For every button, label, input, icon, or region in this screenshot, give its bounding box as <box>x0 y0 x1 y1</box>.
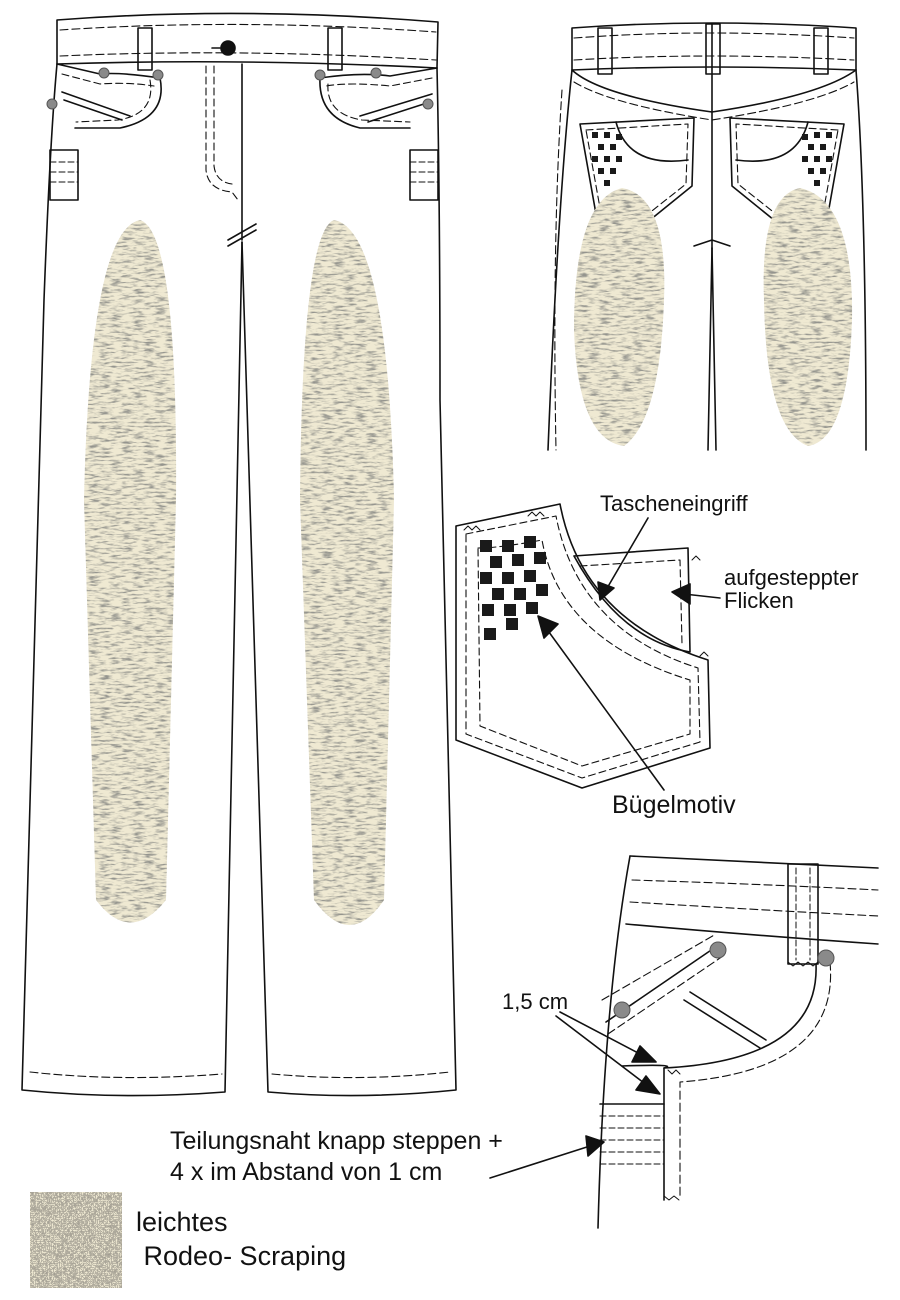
rivet-icon <box>709 941 727 959</box>
rivet-icon <box>46 98 58 110</box>
button <box>220 40 236 56</box>
detail-arrows <box>489 1011 661 1179</box>
rivet-icon <box>817 949 835 967</box>
rivet-icon <box>422 98 434 110</box>
front-pocket-curve <box>663 963 817 1201</box>
legend-text: leichtes Rodeo- Scraping <box>136 1207 347 1271</box>
fly <box>205 65 239 201</box>
label-seam-note: Teilungsnaht knapp steppen + 4 x im Abst… <box>170 1127 503 1187</box>
scraping-legend-swatch <box>30 1192 122 1288</box>
belt-loop <box>137 27 153 71</box>
back-yoke <box>571 69 857 113</box>
belt-loop <box>327 27 343 71</box>
front-left-leg <box>21 63 243 1097</box>
belt-loop <box>813 27 829 75</box>
label-pocket-opening: Tascheneingriff <box>600 491 748 516</box>
rivet-icon <box>370 67 382 79</box>
front-waistband <box>56 12 439 69</box>
waist-detail-view <box>597 855 879 1229</box>
belt-loop <box>787 863 819 965</box>
back-view <box>547 22 867 451</box>
label-patch: aufgesteppter Flicken <box>724 565 859 614</box>
rivets-front <box>46 67 434 110</box>
pocket-outline <box>455 503 711 789</box>
rivet-icon <box>98 67 110 79</box>
back-pocket-right <box>729 117 845 221</box>
rivet-icon <box>613 1001 631 1019</box>
callout-arrows <box>537 517 721 791</box>
rivet-icon <box>314 69 326 81</box>
rivet-icon <box>152 69 164 81</box>
iron-on-motif <box>480 536 548 640</box>
label-iron-on-motif: Bügelmotiv <box>612 791 736 819</box>
back-pocket-left <box>579 117 695 221</box>
scrape-areas <box>84 188 853 925</box>
pocket-detail-view <box>455 503 711 789</box>
back-motif <box>592 132 832 186</box>
rivets-detail <box>613 941 835 1019</box>
belt-loop <box>597 27 613 75</box>
belt-loop <box>705 23 721 75</box>
label-distance: 1,5 cm <box>502 989 569 1014</box>
patch-outline <box>573 547 691 653</box>
